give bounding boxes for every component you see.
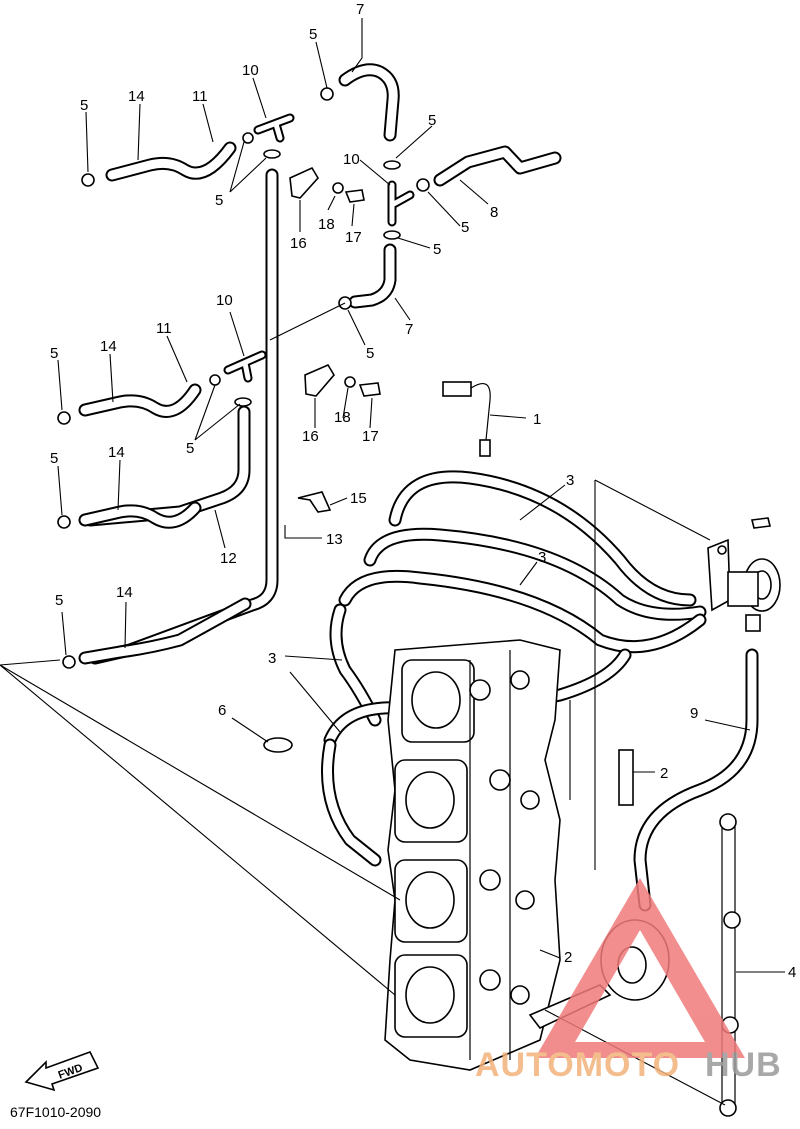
callout-5: 5 [80,97,88,114]
tee-joint-10-mid [223,350,267,383]
callout-10: 10 [216,292,233,309]
elbow-7-mid [348,243,397,309]
callout-14: 14 [108,444,125,461]
callout-6: 6 [218,702,226,719]
callout-5: 5 [186,440,194,457]
callout-7: 7 [356,1,364,18]
hose-14-bottom [78,597,252,665]
callout-5: 5 [428,112,436,129]
callout-1: 1 [533,411,541,428]
callout-12: 12 [220,550,237,567]
callout-11: 11 [156,320,172,337]
bolt-17-top [344,189,365,203]
callout-5: 5 [55,592,63,609]
bolt-17-mid [358,382,381,397]
callout-15: 15 [350,490,367,507]
callout-14: 14 [100,338,117,355]
holder-16-mid [304,363,335,397]
elbow-7-top [338,63,400,142]
callout-7: 7 [405,321,413,338]
watermark-triangle [535,878,745,1058]
tee-joint-10-top [253,113,295,143]
callout-9: 9 [690,705,698,722]
callout-5: 5 [433,241,441,258]
washer-18-top [332,182,344,194]
hose-14-mid [78,383,202,418]
callout-10: 10 [242,62,259,79]
callout-4: 4 [788,964,796,981]
tee-joint-10-center [387,180,415,227]
callout-14: 14 [116,584,133,601]
callout-17: 17 [362,428,379,445]
callout-5: 5 [215,192,223,209]
hose-14-top [105,141,237,182]
callout-10: 10 [343,151,360,168]
clamp-5-group [57,87,430,669]
pipe-13 [88,168,279,665]
callout-18: 18 [334,409,351,426]
callout-2: 2 [564,949,572,966]
callout-3: 3 [566,472,574,489]
lead-wire-1 [442,381,491,457]
watermark-brand-right: HUB [705,1046,782,1084]
callout-5: 5 [50,345,58,362]
callout-5: 5 [461,219,469,236]
callout-18: 18 [318,216,335,233]
solenoid-valve [707,517,781,632]
clip-6 [263,737,293,753]
watermark: AUTOMOTO HUB [475,878,782,1084]
callout-16: 16 [302,428,319,445]
link-rod-4 [719,813,741,1117]
part-code: 67F1010-2090 [10,1104,101,1120]
hose-8 [433,145,562,187]
hose-9 [633,648,759,912]
callout-3: 3 [268,650,276,667]
callout-5: 5 [366,345,374,362]
hose-2-right [618,749,634,806]
callout-17: 17 [345,229,362,246]
hose-12 [83,405,251,527]
callout-5: 5 [309,26,317,43]
fwd-arrow: FWD [24,1051,100,1092]
clip-15 [297,491,332,513]
leader-lines [0,18,785,1106]
washer-18-mid [344,376,356,388]
callout-11: 11 [192,88,208,105]
callout-13: 13 [326,531,343,548]
carburetor-assembly [384,639,561,1071]
callout-2: 2 [660,765,668,782]
callout-14: 14 [128,88,145,105]
holder-16-top [289,166,319,199]
callout-5: 5 [50,450,58,467]
callout-labels: 7 5 10 5 14 11 5 5 10 8 5 18 17 16 5 10 … [50,1,796,981]
callout-3: 3 [538,549,546,566]
callout-16: 16 [290,235,307,252]
watermark-brand-left: AUTOMOTO [475,1046,680,1084]
hose-14-low [78,501,202,529]
callout-8: 8 [490,204,498,221]
